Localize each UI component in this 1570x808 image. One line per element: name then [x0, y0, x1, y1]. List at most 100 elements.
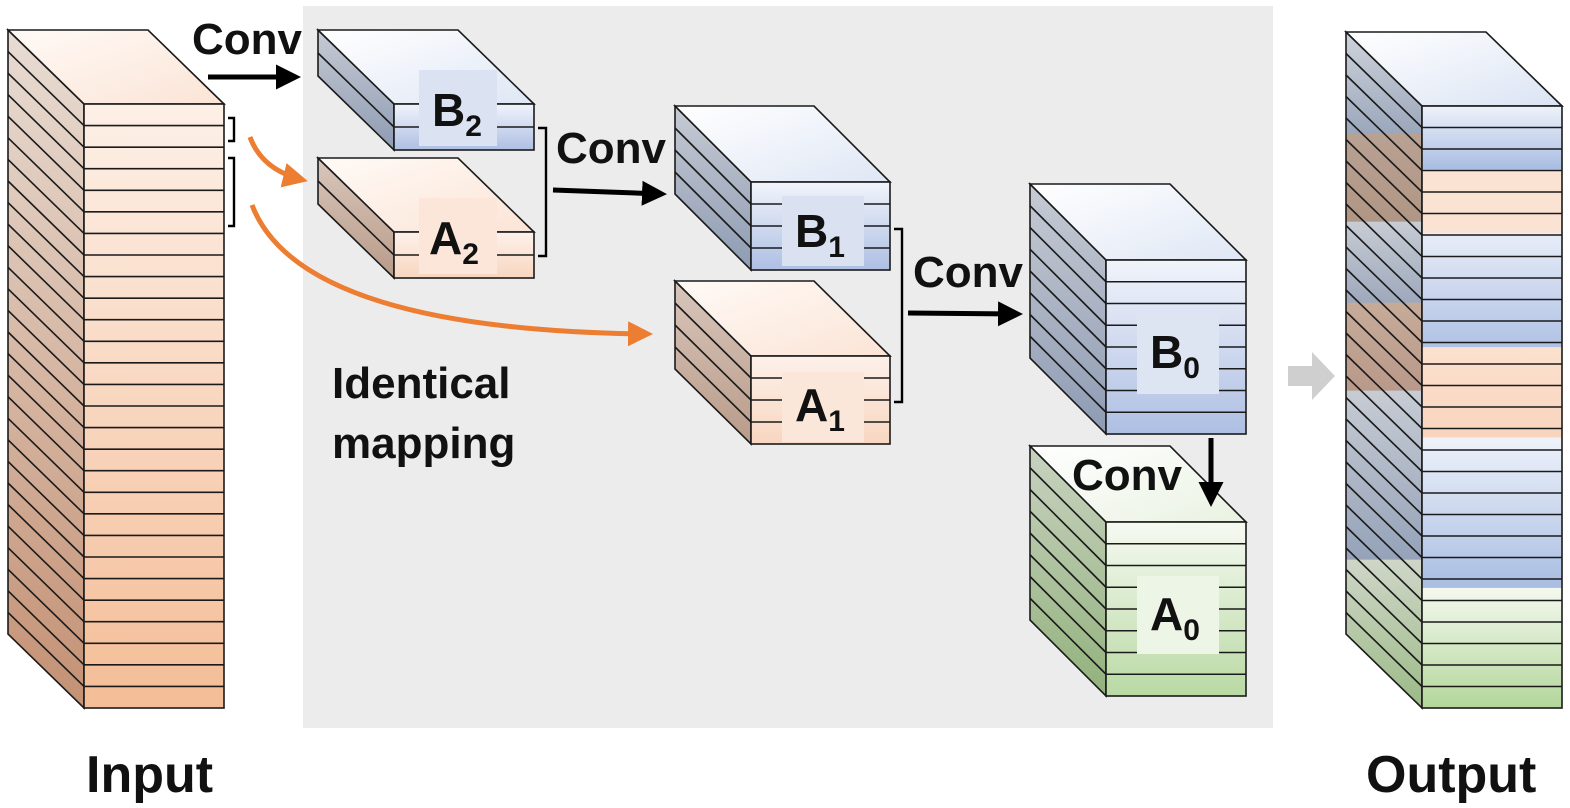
- layer-line: [7, 525, 85, 601]
- block-a1: [673, 279, 892, 446]
- layer-line: [7, 72, 85, 148]
- block-a1-label: A1: [795, 379, 845, 438]
- layer-line: [1345, 289, 1423, 365]
- input-bracket-small: [228, 116, 236, 143]
- layer-line: [1345, 52, 1423, 129]
- layer-line: [1029, 532, 1107, 610]
- layer-line: [1029, 335, 1107, 413]
- block-b2: [316, 28, 536, 152]
- layer-line: [7, 115, 85, 191]
- layer-line: [7, 417, 85, 493]
- layer-line: [1345, 246, 1423, 322]
- layer-line: [674, 127, 752, 205]
- layer-line: [1029, 270, 1107, 348]
- input-label: Input: [86, 746, 213, 804]
- conv-arrow-icon-2: [552, 180, 667, 206]
- layer-line: [1345, 375, 1423, 451]
- bracket-level2: [538, 126, 548, 258]
- layer-line: [7, 201, 85, 278]
- layer-line: [1345, 203, 1423, 279]
- layer-line: [7, 482, 85, 558]
- layer-line: [1029, 554, 1107, 632]
- layer-line: [7, 180, 85, 256]
- block-a2: [316, 156, 536, 280]
- layer-line: [1029, 313, 1107, 392]
- layer-line: [7, 374, 85, 450]
- layer-line: [674, 171, 752, 249]
- layer-line: [7, 158, 85, 235]
- layer-line: [1345, 439, 1423, 516]
- input-bracket-large: [228, 156, 236, 228]
- layer-line: [1029, 205, 1107, 283]
- block-a2-label: A2: [429, 212, 479, 271]
- layer-line: [7, 568, 85, 644]
- block-b2-label: B2: [432, 84, 482, 143]
- layer-line: [1345, 310, 1423, 387]
- layer-line: [7, 503, 85, 580]
- layer-line: [1345, 160, 1423, 236]
- layer-line: [7, 94, 85, 170]
- layer-line: [1029, 226, 1107, 305]
- block-b0-label: B0: [1150, 326, 1200, 385]
- layer-line: [1345, 353, 1423, 430]
- layer-line: [7, 137, 85, 213]
- input-stack: [6, 28, 226, 710]
- layer-line: [7, 223, 85, 299]
- layer-line: [1345, 181, 1423, 258]
- layer-line: [7, 245, 85, 321]
- layer-line: [1345, 525, 1423, 602]
- layer-line: [7, 50, 85, 127]
- layer-line: [1029, 597, 1107, 675]
- block-a0: [1028, 444, 1248, 698]
- output-stack: [1344, 30, 1564, 710]
- layer-line: [7, 331, 85, 407]
- layer-line: [674, 346, 752, 423]
- layer-line: [1029, 292, 1107, 370]
- layer-line: [7, 460, 85, 537]
- layer-line: [7, 266, 85, 342]
- layer-line: [1029, 575, 1107, 654]
- block-b0: [1028, 182, 1248, 436]
- conv-label-3: Conv: [913, 248, 1024, 297]
- identical-mapping-label-line1: Identical: [332, 359, 511, 408]
- layer-line: [7, 352, 85, 429]
- layer-line: [1345, 332, 1423, 408]
- conv-arrow-icon-3: [907, 301, 1023, 327]
- layer-line: [1345, 568, 1423, 645]
- layer-line: [7, 396, 85, 472]
- layer-line: [1345, 461, 1423, 537]
- layer-line: [7, 439, 85, 515]
- layer-line: [1345, 396, 1423, 473]
- identical-mapping-arrow-icon: [247, 136, 308, 188]
- layer-line: [674, 149, 752, 227]
- orange-mapping-arrow-long: [249, 204, 653, 347]
- conv-label-2: Conv: [556, 124, 667, 173]
- layer-line: [1029, 488, 1107, 567]
- layer-line: [1345, 95, 1423, 172]
- layer-line: [7, 309, 85, 386]
- layer-line: [1345, 138, 1423, 215]
- layer-line: [1345, 482, 1423, 559]
- gray-output-arrow-icon: [1288, 352, 1335, 400]
- layer-line: [1345, 547, 1423, 623]
- block-a0-label: A0: [1150, 588, 1200, 647]
- layer-line: [7, 288, 85, 364]
- conv-label-4: Conv: [1072, 451, 1183, 500]
- layer-line: [1345, 74, 1423, 150]
- layer-line: [1345, 267, 1423, 344]
- block-b1-label: B1: [795, 205, 845, 264]
- bracket-level1: [894, 227, 904, 404]
- layer-line: [1345, 504, 1423, 580]
- layer-line: [674, 302, 752, 379]
- layer-line: [1345, 224, 1423, 301]
- block-b1: [673, 104, 892, 272]
- layer-line: [1345, 418, 1423, 494]
- conv-label-1: Conv: [192, 15, 303, 64]
- identical-mapping-label-line2: mapping: [332, 419, 515, 468]
- layer-line: [1345, 117, 1423, 193]
- layer-line: [7, 611, 85, 688]
- layer-line: [1345, 611, 1423, 688]
- layer-line: [7, 590, 85, 666]
- layer-line: [1029, 510, 1107, 588]
